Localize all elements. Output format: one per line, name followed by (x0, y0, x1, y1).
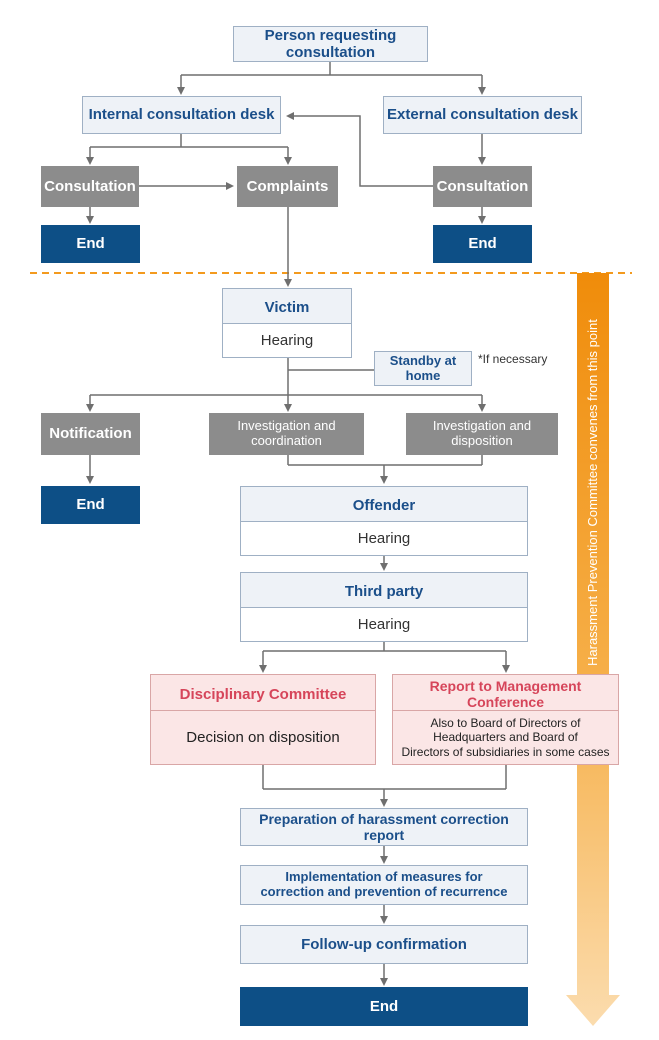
third-party-hearing: Hearing (241, 607, 527, 641)
notification-box: Notification (41, 413, 140, 455)
follow-up-box: Follow-up confirmation (240, 925, 528, 964)
decision-on-disposition: Decision on disposition (151, 710, 375, 764)
end-box-final: End (240, 987, 528, 1026)
report-note-line-1: Also to Board of Directors of (430, 715, 581, 730)
offender-hearing: Hearing (241, 521, 527, 555)
victim-box: Victim Hearing (222, 288, 352, 358)
end-box-2: End (433, 225, 532, 263)
complaints-label: Complaints (246, 177, 329, 195)
report-management-box: Report to Management Conference Also to … (392, 674, 619, 765)
internal-desk-box: Internal consultation desk (82, 96, 281, 134)
third-party-box: Third party Hearing (240, 572, 528, 642)
committee-arrow (566, 273, 620, 1026)
offender-title: Offender (352, 497, 416, 514)
report-note-line-3: Directors of subsidiaries in some cases (401, 744, 610, 759)
external-desk-label: External consultation desk (387, 106, 578, 124)
investigation-disposition-label: Investigation and disposition (432, 418, 532, 448)
disciplinary-committee-title: Disciplinary Committee (179, 685, 347, 703)
notification-label: Notification (49, 425, 132, 443)
implementation-box: Implementation of measures for correctio… (240, 865, 528, 905)
consultation-right-box: Consultation (433, 166, 532, 207)
external-desk-box: External consultation desk (383, 96, 582, 134)
preparation-report-label: Preparation of harassment correction rep… (259, 810, 509, 843)
internal-desk-label: Internal consultation desk (88, 106, 275, 124)
end-label-3: End (76, 496, 105, 514)
end-label-final: End (369, 997, 399, 1015)
person-requesting-label: Person requesting consultation (264, 26, 397, 61)
consultation-right-label: Consultation (436, 177, 529, 195)
person-requesting-box: Person requesting consultation (233, 26, 428, 62)
committee-label: Harassment Prevention Committee convenes… (585, 319, 600, 666)
investigation-disposition-box: Investigation and disposition (406, 413, 558, 455)
standby-at-home-box: Standby at home (374, 351, 472, 386)
report-management-note: Also to Board of Directors of Headquarte… (393, 710, 618, 764)
preparation-report-box: Preparation of harassment correction rep… (240, 808, 528, 846)
investigation-coordination-label: Investigation and coordination (237, 418, 336, 448)
report-management-title: Report to Management Conference (429, 678, 582, 710)
end-label-2: End (468, 235, 497, 253)
end-box-3: End (41, 486, 140, 524)
consultation-left-box: Consultation (41, 166, 139, 207)
implementation-line-1: Implementation of measures for (285, 869, 483, 885)
standby-at-home-label: Standby at home (389, 352, 457, 383)
report-note-line-2: Headquarters and Board of (433, 730, 578, 745)
implementation-line-2: correction and prevention of recurrence (260, 884, 508, 899)
victim-hearing: Hearing (223, 323, 351, 357)
offender-box: Offender Hearing (240, 486, 528, 556)
consultation-left-label: Consultation (44, 177, 136, 195)
investigation-coordination-box: Investigation and coordination (209, 413, 364, 455)
if-necessary-note: *If necessary (478, 352, 548, 366)
disciplinary-committee-box: Disciplinary Committee Decision on dispo… (150, 674, 376, 765)
end-box-1: End (41, 225, 140, 263)
third-party-title: Third party (344, 583, 424, 600)
complaints-box: Complaints (237, 166, 338, 207)
victim-title: Victim (264, 299, 310, 316)
end-label-1: End (76, 235, 105, 253)
follow-up-label: Follow-up confirmation (301, 935, 467, 953)
